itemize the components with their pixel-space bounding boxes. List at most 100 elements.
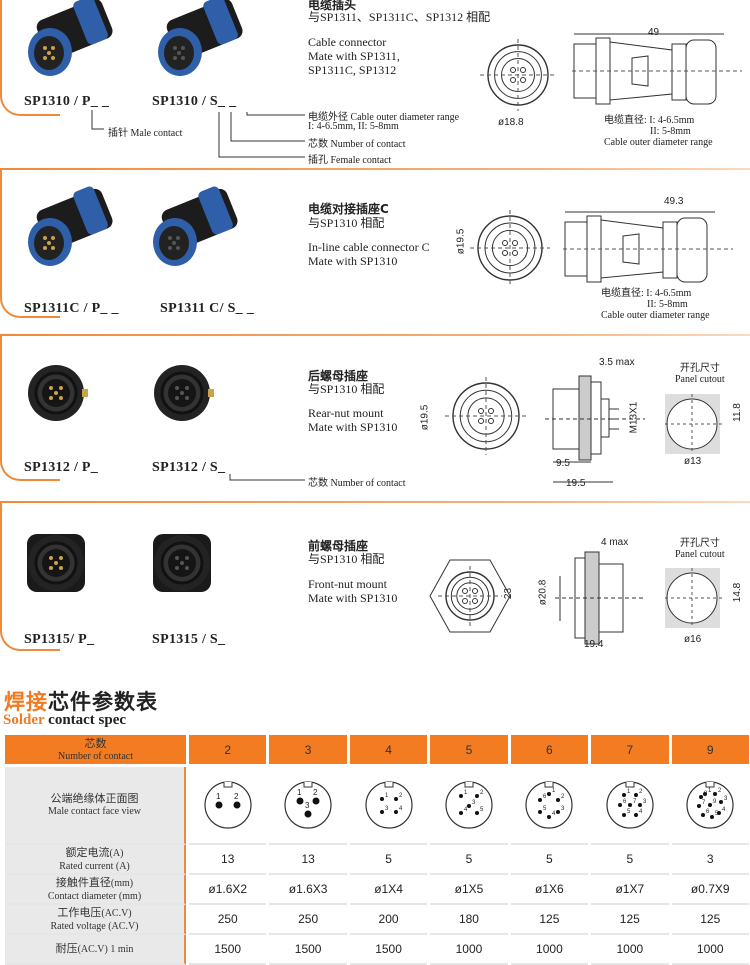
pin-dot	[621, 792, 626, 797]
cutout-cn: 开孔尺寸	[679, 363, 720, 374]
panel-cutout-label: 开孔尺寸 Panel cutout	[675, 538, 725, 560]
section-rear-nut-mount: SP1312 / P_ SP1312 / S_ 芯数 Number of con…	[0, 334, 750, 500]
male-contact-note: 插针 Male contact	[108, 128, 183, 139]
pin-dot	[699, 794, 704, 799]
table-cell: 1500	[269, 935, 347, 965]
rear-mount-side-drawing	[545, 375, 645, 483]
pin-dot	[703, 791, 708, 796]
header-cell: 3	[269, 735, 347, 767]
pin-number: 3	[472, 800, 476, 806]
spec-subtitle-orange: Solder	[3, 712, 45, 728]
pin-dot	[556, 797, 561, 802]
pin-number: 6	[623, 799, 627, 805]
table-cell: 1000	[510, 935, 589, 965]
pin-number: 4	[552, 811, 556, 817]
part-male: SP1315/ P_	[24, 632, 95, 647]
dim-max: 4 max	[601, 537, 629, 548]
row-label: 耐压(AC.V) 1 min	[5, 935, 186, 965]
section-desc: Front-nut mount Mate with SP1310	[308, 577, 397, 605]
callout-line	[229, 474, 305, 481]
table-cell: ø1X5	[430, 875, 508, 905]
part-female: SP1315 / S_	[152, 632, 226, 647]
pin-number: 7	[633, 799, 637, 805]
pin-dot	[296, 797, 304, 804]
table-cell: 5	[591, 845, 669, 875]
dim-cutout-dia: ø13	[684, 456, 702, 467]
header-cell: 6	[510, 735, 589, 767]
pin-number: 5	[543, 806, 547, 812]
table-cell: 125	[591, 905, 669, 935]
front-mount-side-drawing	[555, 551, 645, 645]
section-bracket	[0, 501, 60, 651]
pin-dot	[556, 809, 561, 814]
pin-number: 4	[464, 807, 468, 813]
label-en: Rated voltage (AC.V)	[50, 920, 139, 932]
section-divider	[0, 501, 750, 503]
panel-cutout-label: 开孔尺寸 Panel cutout	[675, 363, 725, 385]
pin-number: 1	[385, 793, 389, 799]
label-cn: 耐压(AC.V) 1 min	[55, 942, 134, 955]
pin-number: 1	[627, 789, 631, 795]
section-front-nut-mount: SP1315/ P_ SP1315 / S_ 前螺母插座 与SP1310 相配 …	[0, 501, 750, 661]
desc-line: Mate with SP1310	[308, 420, 398, 434]
label-en: Rated current (A)	[59, 860, 130, 872]
label-cn: 额定电流(A)	[65, 845, 124, 859]
pin-dot	[458, 810, 463, 815]
table-cell: 125	[510, 905, 589, 935]
front-view-drawing	[480, 39, 556, 111]
pin-dot	[233, 801, 241, 808]
section-desc: Cable connector Mate with SP1311, SP1311…	[308, 35, 400, 77]
male-connector-photo	[28, 186, 113, 266]
pin-number: 3	[724, 796, 728, 802]
callout-lines	[91, 110, 305, 158]
section-desc: In-line cable connector C Mate with SP13…	[308, 240, 430, 268]
cable-note-line: 电缆直径: I: 4-6.5mm	[601, 288, 692, 299]
pin-number: 5	[480, 807, 484, 813]
pin-dot	[547, 814, 552, 819]
part-male: SP1312 / P_	[24, 460, 99, 475]
dim-diameter: ø20.8	[537, 579, 549, 606]
table-cell: ø1X4	[349, 875, 428, 905]
dim-length: 49.3	[664, 196, 684, 207]
table-cell: 5	[349, 845, 428, 875]
female-contact-note: 插孔 Female contact	[308, 155, 392, 166]
hex-front-drawing	[429, 559, 511, 633]
section-title-cn: 电缆插头	[308, 0, 357, 12]
part-female: SP1311 C/ S_ _	[160, 301, 255, 316]
pin-dot	[215, 801, 223, 808]
spec-title: 焊接芯件参数表	[4, 686, 158, 716]
female-receptacle-photo	[154, 365, 214, 421]
label-en: Contact diameter (mm)	[47, 890, 142, 902]
desc-line: Cable connector	[308, 35, 387, 49]
dim-hex: 23	[503, 587, 515, 600]
pin-dot	[458, 793, 463, 798]
table-cell: 250	[269, 905, 347, 935]
female-receptacle-photo	[153, 534, 211, 592]
cable-range-note: 电缆外径 Cable outer diameter range	[308, 112, 460, 123]
section-mate-cn: 与SP1310 相配	[308, 552, 385, 566]
desc-line: SP1311C, SP1312	[308, 63, 397, 77]
desc-line: Mate with SP1310	[308, 254, 398, 268]
dim-length: 49	[648, 27, 660, 38]
row-label: 接触件直径(mm)Contact diameter (mm)	[5, 875, 186, 905]
section-bracket	[0, 168, 60, 318]
dim-b: 19.5	[566, 478, 586, 489]
dim-a: 9.5	[556, 458, 570, 469]
table-cell: 125	[671, 905, 749, 935]
pin-dot	[547, 791, 552, 796]
table-cell: 1000	[591, 935, 669, 965]
dim-max: 3.5 max	[599, 357, 635, 368]
pin-dot	[621, 812, 626, 817]
cutout-en: Panel cutout	[675, 549, 725, 560]
section-title-cn: 前螺母插座	[308, 539, 369, 553]
table-cell: ø1.6X2	[189, 875, 267, 905]
female-connector-photo	[153, 186, 238, 266]
section-mate-cn: 与SP1311、SP1311C、SP1312 相配	[308, 10, 491, 24]
